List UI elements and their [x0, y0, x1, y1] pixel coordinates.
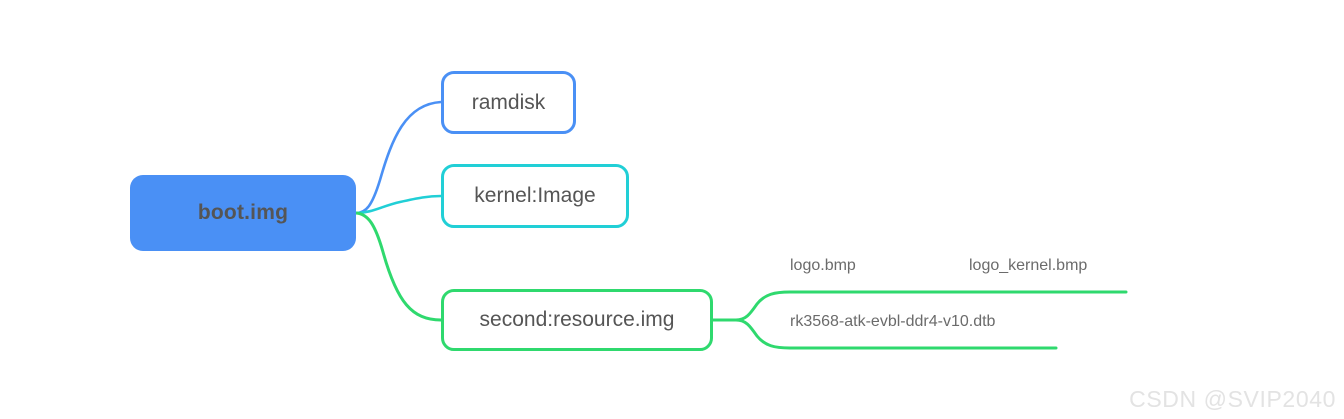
watermark: CSDN @SVIP2040 — [1129, 386, 1336, 412]
node-second-resource-img-label: second:resource.img — [479, 308, 675, 331]
node-ramdisk[interactable]: ramdisk — [441, 71, 576, 134]
leaf-label-logo-bmp[interactable]: logo.bmp — [790, 257, 856, 274]
leaf-label-dtb[interactable]: rk3568-atk-evbl-ddr4-v10.dtb — [790, 313, 996, 330]
node-boot-img[interactable]: boot.img — [130, 175, 356, 251]
edge-root-to-kernel — [354, 194, 443, 215]
node-second-resource-img[interactable]: second:resource.img — [441, 289, 713, 351]
edge-root-to-resource — [354, 211, 443, 322]
edge-root-to-ramdisk — [354, 100, 443, 215]
node-boot-img-label: boot.img — [197, 201, 289, 224]
node-kernel-image-label: kernel:Image — [474, 184, 596, 207]
node-ramdisk-label: ramdisk — [471, 90, 546, 114]
node-kernel-image[interactable]: kernel:Image — [441, 164, 629, 228]
leaf-label-logo-kernel-bmp[interactable]: logo_kernel.bmp — [969, 257, 1088, 274]
